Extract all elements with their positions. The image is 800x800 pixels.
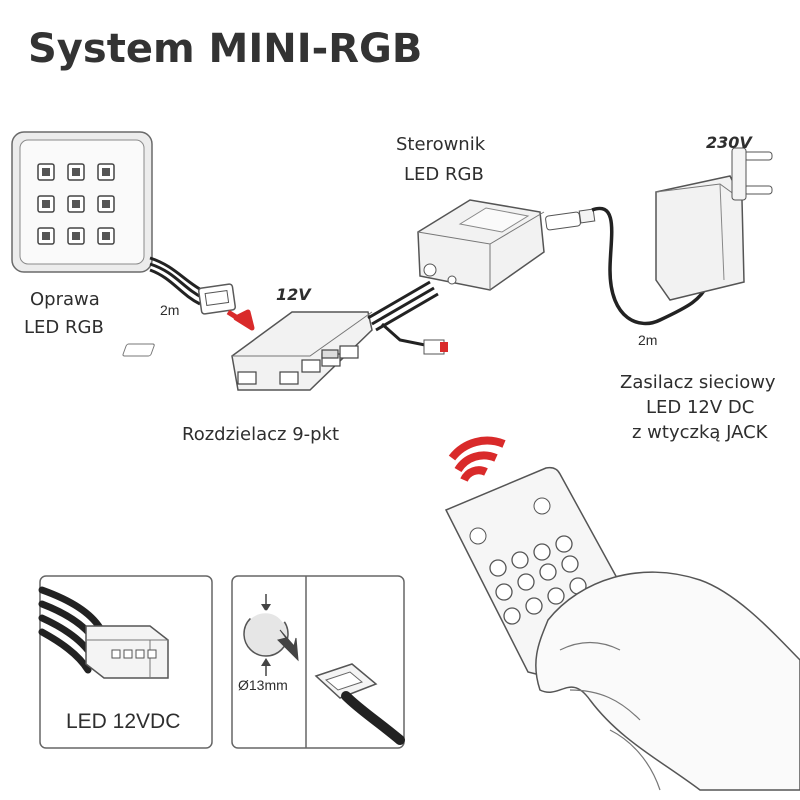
fixture-cable-length: 2m <box>160 302 179 318</box>
remote-buttons <box>489 535 587 625</box>
mains-voltage: 230V <box>706 133 753 152</box>
supply-cable <box>591 206 710 326</box>
fixture-plug <box>197 283 237 315</box>
insert-arrow-icon <box>277 629 299 662</box>
power-supply <box>655 147 773 301</box>
power-supply-label-line2: LED 12V DC <box>646 397 754 418</box>
connector-detail-box: LED 12VDC <box>38 575 213 749</box>
plug-pins <box>731 147 773 201</box>
hand-illustration <box>535 571 800 791</box>
fixture-label-line2: LED RGB <box>24 317 104 338</box>
wireless-signal-icon <box>448 436 506 482</box>
led-fixture <box>11 131 153 273</box>
controller-output-plug <box>423 339 448 355</box>
splitter-label: Rozdzielacz 9-pkt <box>182 424 339 445</box>
power-supply-label-line1: Zasilacz sieciowy <box>620 372 776 393</box>
splitter-ports <box>237 345 359 385</box>
connector-box-label: LED 12VDC <box>66 710 180 733</box>
controller-label-line2: LED RGB <box>404 164 484 185</box>
power-supply-label-line3: z wtyczką JACK <box>632 422 769 443</box>
jack-plug <box>545 208 596 231</box>
mounting-detail-box: Ø13mm <box>231 575 405 749</box>
mounting-hole-label: Ø13mm <box>238 677 288 693</box>
controller-label-line1: Sterownik <box>396 134 486 155</box>
arrow-icon <box>226 309 255 331</box>
controller <box>417 199 545 291</box>
mini-connector <box>314 663 405 745</box>
fixture-label-line1: Oprawa <box>30 289 100 310</box>
page-title: System MINI-RGB <box>28 26 422 72</box>
fixture-cable <box>149 256 206 306</box>
splitter-voltage: 12V <box>276 285 312 304</box>
supply-cable-length: 2m <box>638 332 657 348</box>
splitter-cable <box>367 280 439 348</box>
splitter <box>122 311 373 391</box>
